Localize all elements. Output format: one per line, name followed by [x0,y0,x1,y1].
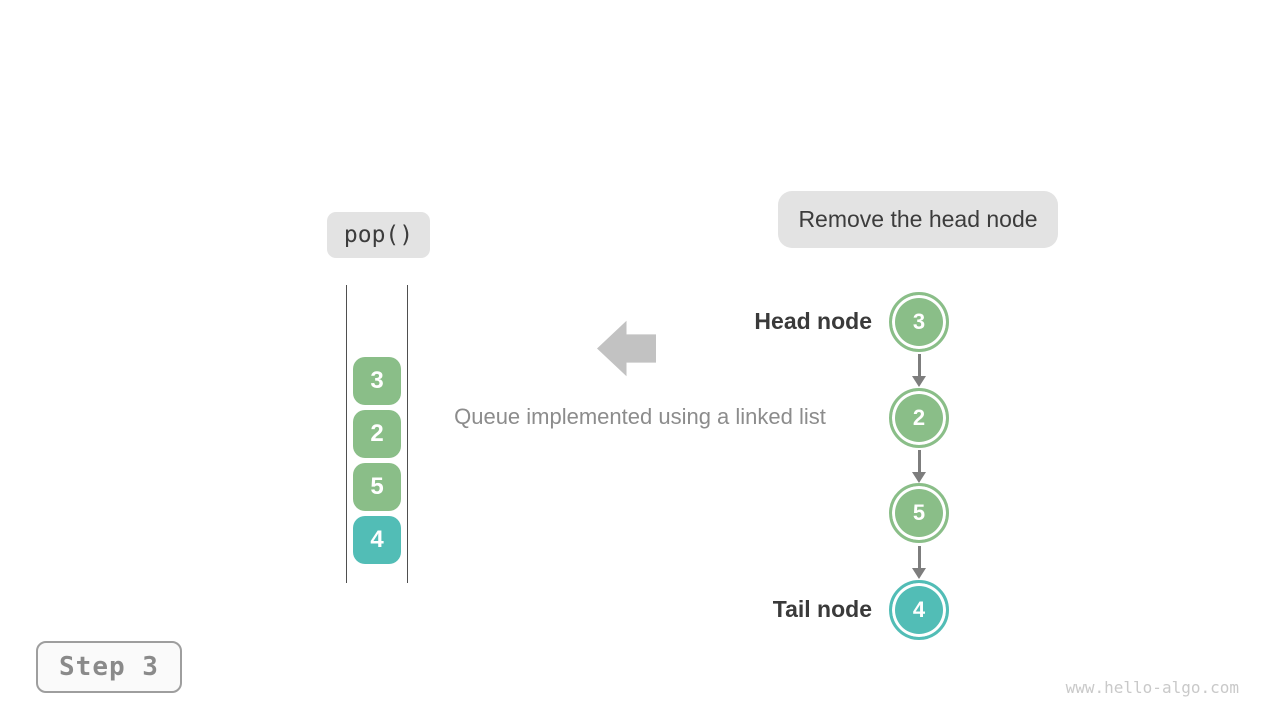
queue-item: 5 [353,463,401,511]
linked-list-node: 3 [889,292,949,352]
annotation-label: Remove the head node [778,191,1058,248]
arrow-head [912,376,926,387]
arrow-head [912,472,926,483]
left-block-arrow-icon [597,320,656,377]
arrow-shaft [917,354,921,376]
queue-item: 4 [353,516,401,564]
queue-left-wall [346,285,347,583]
linked-list-node: 4 [889,580,949,640]
linked-list-node: 2 [889,388,949,448]
tail-node-label: Tail node [772,596,872,622]
down-arrow-icon [904,450,934,483]
arrow-shaft [917,546,921,568]
arrow-shaft [917,450,921,472]
down-arrow-icon [904,354,934,387]
arrow-head [912,568,926,579]
queue-item: 2 [353,410,401,458]
diagram-caption: Queue implemented using a linked list [454,404,826,429]
step-badge: Step 3 [36,641,182,693]
pop-operation-label: pop() [327,212,430,258]
down-arrow-icon [904,546,934,579]
queue-right-wall [407,285,408,583]
linked-list-node: 5 [889,483,949,543]
queue-item: 3 [353,357,401,405]
step-badge-text: Step 3 [59,652,159,682]
annotation-text: Remove the head node [798,206,1038,232]
pop-operation-text: pop() [343,222,414,248]
watermark: www.hello-algo.com [1065,678,1239,697]
head-node-label: Head node [754,308,872,334]
